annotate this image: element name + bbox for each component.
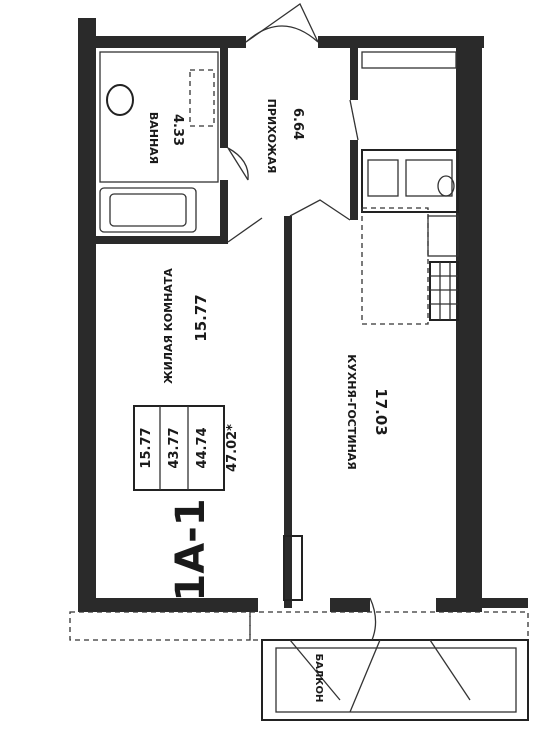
- exterior-walls: [78, 18, 528, 612]
- room-name: ЖИЛАЯ КОМНАТА: [162, 268, 175, 384]
- toilet-icon: [106, 84, 134, 116]
- area-summary-table: [133, 405, 225, 491]
- kitchen-fixtures: [361, 51, 459, 325]
- svg-text:47.02*: 47.02*: [225, 424, 240, 472]
- stove-icon: [437, 175, 455, 197]
- room-area: 4.33: [170, 114, 185, 146]
- room-area: 17.03: [372, 388, 390, 435]
- room-label-hall: ПРИХОЖАЯ: [265, 99, 278, 174]
- column: [283, 535, 303, 601]
- room-label-kitchen: КУХНЯ-ГОСТИНАЯ: [345, 354, 358, 470]
- room-area-bathroom: 4.33: [170, 114, 185, 146]
- room-name: КУХНЯ-ГОСТИНАЯ: [345, 354, 358, 470]
- room-area: 6.64: [290, 108, 305, 140]
- total-2: 43.77: [167, 427, 182, 468]
- room-area: 15.77: [192, 294, 210, 341]
- room-name: ПРИХОЖАЯ: [265, 99, 278, 174]
- room-label-balcony: БАЛКОН: [313, 654, 324, 703]
- svg-text:43.77: 43.77: [167, 427, 182, 468]
- room-name: ВАННАЯ: [147, 112, 160, 164]
- entrance-door: [245, 3, 319, 43]
- room-area-living: 15.77: [192, 294, 210, 341]
- room-name: БАЛКОН: [313, 654, 324, 703]
- room-area-hall: 6.64: [290, 108, 305, 140]
- total-3: 44.74: [195, 427, 210, 468]
- bathroom-fixtures: [99, 51, 219, 233]
- room-label-living: ЖИЛАЯ КОМНАТА: [162, 268, 175, 384]
- door-swings: [227, 99, 359, 243]
- sink-icon: [429, 261, 459, 321]
- balcony: [69, 597, 529, 721]
- interior-walls: [96, 48, 464, 608]
- svg-text:1A-1: 1A-1: [168, 498, 214, 601]
- svg-text:44.74: 44.74: [195, 427, 210, 468]
- total-1: 15.77: [139, 427, 154, 468]
- room-label-bathroom: ВАННАЯ: [147, 112, 160, 164]
- room-area-kitchen: 17.03: [372, 388, 390, 435]
- svg-text:15.77: 15.77: [139, 427, 154, 468]
- plan-code: 1A-1: [168, 498, 214, 601]
- total-4: 47.02*: [225, 424, 240, 472]
